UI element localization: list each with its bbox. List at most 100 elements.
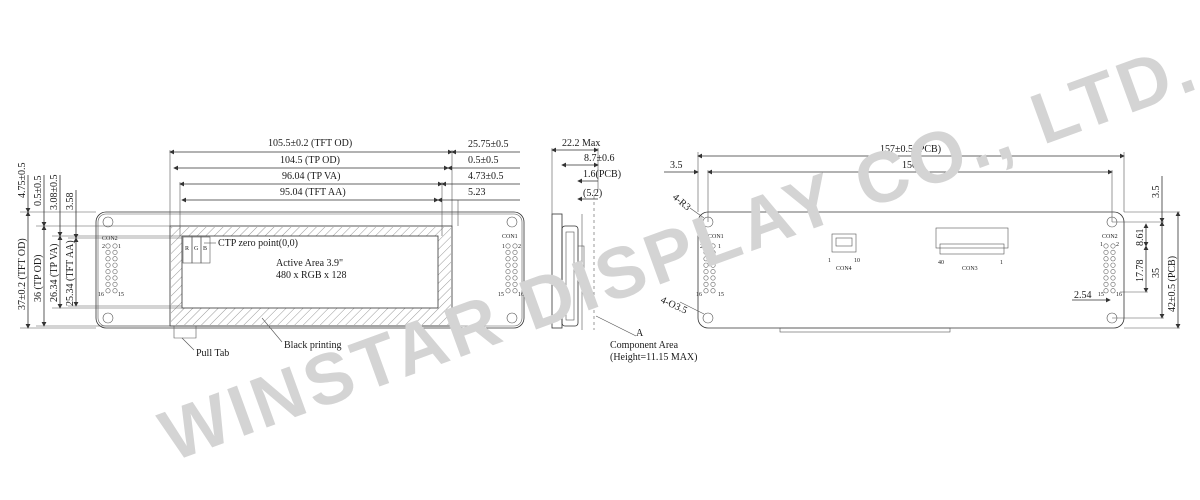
header-pin [1110,262,1116,268]
header-pin [112,262,118,268]
header-pin [512,262,518,268]
svg-text:35: 35 [1151,268,1162,278]
svg-text:1: 1 [1100,242,1103,248]
svg-text:G: G [194,246,199,252]
svg-text:15: 15 [118,292,124,298]
header-pin [505,281,511,287]
svg-text:CON4: CON4 [836,266,852,272]
mount-hole [506,216,518,228]
svg-text:1: 1 [828,258,831,264]
svg-text:15: 15 [498,292,504,298]
svg-text:CON1: CON1 [502,234,518,240]
header-pin [1103,269,1109,275]
header-pin [112,243,118,249]
back-con3: 40 1 CON3 [935,227,1009,272]
header-pin [703,275,709,281]
back-con2: CON2 1 2 15 16 [1098,234,1122,298]
svg-text:0.5±0.5: 0.5±0.5 [468,155,499,166]
svg-text:2: 2 [518,244,521,250]
svg-text:16: 16 [1116,292,1122,298]
header-pin [1103,281,1109,287]
component-height-label: (Height=11.15 MAX) [610,352,697,363]
svg-text:CON1: CON1 [708,234,724,240]
active-area [181,235,439,309]
svg-text:0.5±0.5: 0.5±0.5 [33,176,44,207]
header-pin [112,256,118,262]
back-con4: 1 10 CON4 [828,233,860,272]
svg-text:16: 16 [696,292,702,298]
svg-text:104.5 (TP OD): 104.5 (TP OD) [280,155,340,166]
front-view: R G B CTP zero point(0,0) Active Area 3.… [17,138,525,359]
back-right-dimensions: 3.5 35 42±0.5 (PCB) 8.61 17.78 2.54 [1072,176,1181,329]
header-pin [505,262,511,268]
header-pin [505,269,511,275]
svg-text:2.54: 2.54 [1074,290,1092,301]
svg-text:1: 1 [1000,260,1003,266]
header-pin [112,288,118,294]
back-con1: CON1 2 1 16 15 [696,234,724,298]
header-pin [1110,269,1116,275]
svg-text:8.7±0.6: 8.7±0.6 [584,153,615,164]
header-pin [710,281,716,287]
svg-text:3.5: 3.5 [670,160,683,171]
header-pin [505,288,511,294]
svg-text:3.5: 3.5 [1151,186,1162,199]
component-area-label: Component Area [610,340,679,351]
front-connector-left: CON2 2 1 16 15 [98,236,124,298]
front-left-dimensions: 4.75±0.5 0.5±0.5 3.08±0.5 3.58 37±0.2 (T… [17,163,182,329]
svg-text:3.08±0.5: 3.08±0.5 [49,175,60,211]
ctp-zero-label: CTP zero point(0,0) [218,238,298,249]
svg-text:42±0.5 (PCB): 42±0.5 (PCB) [1167,256,1178,312]
rgb-pixel: R G B [182,236,211,264]
svg-text:2: 2 [700,244,703,250]
svg-text:150: 150 [902,160,917,171]
svg-text:CON2: CON2 [102,236,118,242]
tft-outline [169,225,453,327]
header-pin [703,288,709,294]
svg-text:2: 2 [1116,242,1119,248]
svg-text:1: 1 [502,244,505,250]
pull-tab [173,326,197,339]
header-pin [112,249,118,255]
svg-text:25.75±0.5: 25.75±0.5 [468,139,509,150]
header-pin [1110,288,1116,294]
svg-text:22.2 Max: 22.2 Max [562,138,600,149]
header-pin [710,269,716,275]
header-pin [105,275,111,281]
header-pin [1110,249,1116,255]
svg-text:36 (TP OD): 36 (TP OD) [33,255,44,302]
svg-text:26.34 (TP VA): 26.34 (TP VA) [49,244,60,302]
mount-hole [102,312,114,324]
header-pin [1103,256,1109,262]
svg-text:1: 1 [118,244,121,250]
svg-text:16: 16 [518,292,524,298]
svg-text:1.6(PCB): 1.6(PCB) [583,169,621,180]
header-pin [703,256,709,262]
header-pin [512,256,518,262]
front-top-dimensions: 105.5±0.2 (TFT OD) 104.5 (TP OD) 96.04 (… [169,138,453,236]
header-pin [505,256,511,262]
header-pin [710,288,716,294]
header-pin [1103,243,1109,249]
svg-text:157±0.5 (PCB): 157±0.5 (PCB) [880,144,941,155]
header-pin [1103,288,1109,294]
svg-text:37±0.2 (TFT OD): 37±0.2 (TFT OD) [17,238,28,310]
resolution-label: 480 x RGB x 128 [276,270,347,281]
header-pin [710,256,716,262]
pull-tab-label: Pull Tab [196,348,229,359]
marker-a: A [636,328,644,339]
header-pin [512,281,518,287]
header-pin [505,243,511,249]
svg-text:8.61: 8.61 [1135,229,1146,247]
svg-text:2: 2 [102,244,105,250]
header-pin [1110,281,1116,287]
header-pin [1103,262,1109,268]
svg-text:3.58: 3.58 [65,193,76,211]
header-pin [105,281,111,287]
svg-text:4.75±0.5: 4.75±0.5 [17,163,28,199]
header-pin [505,275,511,281]
svg-text:15: 15 [718,292,724,298]
header-pin [703,243,709,249]
svg-text:15: 15 [1098,292,1104,298]
